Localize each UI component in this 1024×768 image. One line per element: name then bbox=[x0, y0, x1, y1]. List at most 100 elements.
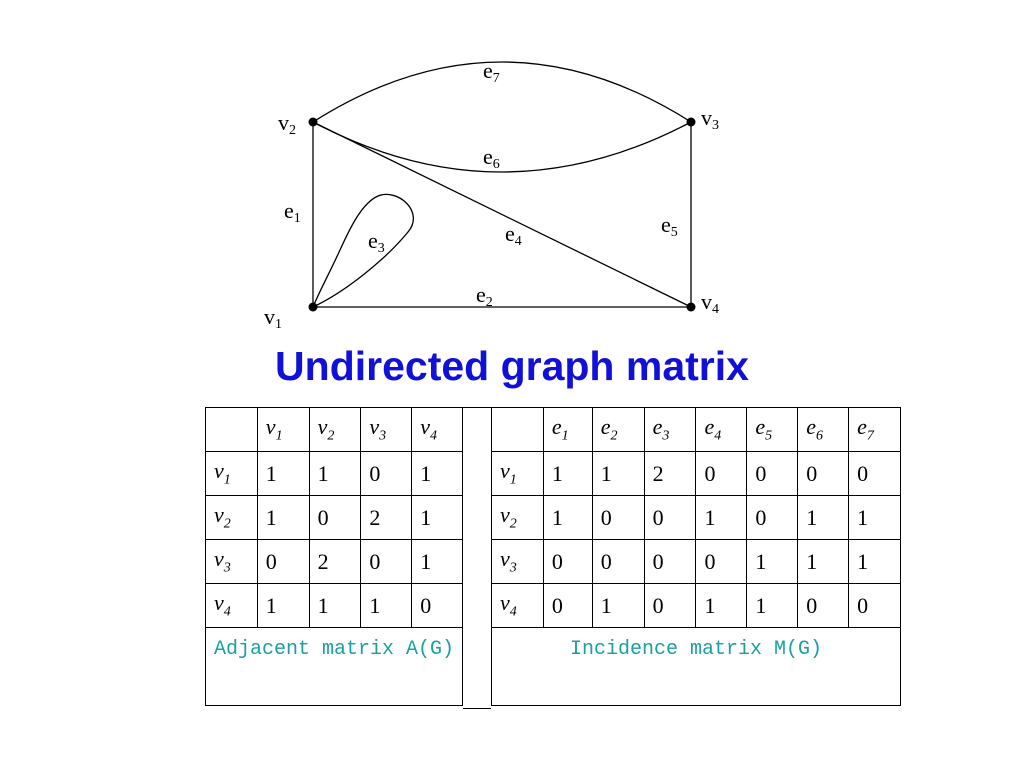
cell: 0 bbox=[695, 451, 748, 496]
edge-label-e1: e1 bbox=[284, 198, 301, 226]
graph-diagram bbox=[308, 61, 696, 312]
col-header: e1 bbox=[542, 407, 593, 452]
vertex-label-v3: v3 bbox=[701, 105, 719, 133]
row-header: v1 bbox=[491, 451, 544, 496]
col-header: e6 bbox=[797, 407, 850, 452]
cell: 0 bbox=[591, 539, 645, 584]
cell: 0 bbox=[411, 583, 463, 628]
cell: 0 bbox=[797, 583, 850, 628]
incidence-header-row: e1 e2 e3 e4 e5 e6 e7 bbox=[491, 407, 901, 452]
corner-cell bbox=[491, 407, 544, 452]
cell: 0 bbox=[848, 451, 901, 496]
cell: 0 bbox=[695, 539, 748, 584]
row-header: v4 bbox=[205, 583, 258, 628]
edge-e7 bbox=[312, 61, 692, 123]
col-header: e4 bbox=[695, 407, 748, 452]
col-header: e7 bbox=[848, 407, 901, 452]
edge-label-e7: e7 bbox=[483, 58, 500, 86]
incidence-caption: Incidence matrix M(G) bbox=[491, 627, 901, 706]
cell: 1 bbox=[591, 451, 645, 496]
col-header: v4 bbox=[411, 407, 463, 452]
cell: 1 bbox=[848, 539, 901, 584]
edge-e6 bbox=[312, 121, 692, 173]
adjacency-header-row: v1 v2 v3 v4 bbox=[205, 407, 463, 452]
cell: 1 bbox=[542, 451, 593, 496]
cell: 1 bbox=[308, 583, 362, 628]
edge-label-e2: e2 bbox=[476, 282, 493, 310]
adjacency-caption: Adjacent matrix A(G) bbox=[205, 627, 463, 706]
vertex-v4 bbox=[686, 302, 696, 312]
vertex-v1 bbox=[308, 302, 318, 312]
row-header: v2 bbox=[205, 495, 258, 540]
cell: 0 bbox=[643, 583, 697, 628]
table-row: v1 1 1 0 1 bbox=[205, 451, 463, 496]
edge-label-e6: e6 bbox=[483, 144, 500, 172]
col-header: e3 bbox=[643, 407, 697, 452]
cell: 2 bbox=[643, 451, 697, 496]
vertex-v2 bbox=[308, 117, 318, 127]
cell: 0 bbox=[746, 451, 799, 496]
table-row: v4 0 1 0 1 1 0 0 bbox=[491, 583, 901, 628]
cell: 1 bbox=[411, 539, 463, 584]
row-header: v3 bbox=[491, 539, 544, 584]
cell: 1 bbox=[848, 495, 901, 540]
cell: 1 bbox=[308, 451, 362, 496]
row-header: v3 bbox=[205, 539, 258, 584]
table-gap bbox=[463, 407, 491, 709]
caption-row: Adjacent matrix A(G) bbox=[205, 627, 463, 706]
adjacency-matrix-table: v1 v2 v3 v4 v1 1 1 0 1 v2 1 0 2 1 v3 0 2… bbox=[205, 407, 463, 706]
cell: 1 bbox=[797, 495, 850, 540]
vertex-v3 bbox=[686, 117, 696, 127]
vertex-label-v1: v1 bbox=[264, 304, 282, 332]
table-row: v3 0 0 0 0 1 1 1 bbox=[491, 539, 901, 584]
vertex-label-v2: v2 bbox=[278, 110, 296, 138]
cell: 0 bbox=[542, 583, 593, 628]
edge-e4 bbox=[312, 121, 692, 308]
col-header: v3 bbox=[360, 407, 413, 452]
vertex-label-v4: v4 bbox=[701, 289, 719, 317]
cell: 0 bbox=[360, 539, 413, 584]
table-row: v2 1 0 0 1 0 1 1 bbox=[491, 495, 901, 540]
cell: 1 bbox=[746, 583, 799, 628]
cell: 1 bbox=[797, 539, 850, 584]
page-title: Undirected graph matrix bbox=[275, 343, 749, 389]
cell: 1 bbox=[746, 539, 799, 584]
edge-label-e5: e5 bbox=[661, 212, 678, 240]
cell: 1 bbox=[542, 495, 593, 540]
cell: 2 bbox=[308, 539, 362, 584]
edge-label-e4: e4 bbox=[505, 221, 522, 249]
cell: 0 bbox=[591, 495, 645, 540]
row-header: v1 bbox=[205, 451, 258, 496]
table-row: v2 1 0 2 1 bbox=[205, 495, 463, 540]
cell: 0 bbox=[643, 495, 697, 540]
row-header: v4 bbox=[491, 583, 544, 628]
cell: 0 bbox=[797, 451, 850, 496]
table-row: v3 0 2 0 1 bbox=[205, 539, 463, 584]
cell: 0 bbox=[308, 495, 362, 540]
cell: 0 bbox=[542, 539, 593, 584]
row-header: v2 bbox=[491, 495, 544, 540]
col-header: v1 bbox=[256, 407, 310, 452]
cell: 0 bbox=[746, 495, 799, 540]
incidence-matrix-table: e1 e2 e3 e4 e5 e6 e7 v1 1 1 2 0 0 0 0 v2… bbox=[491, 407, 901, 706]
edge-e3-loop bbox=[311, 193, 414, 309]
edge-label-e3: e3 bbox=[368, 228, 385, 256]
cell: 1 bbox=[695, 495, 748, 540]
cell: 1 bbox=[411, 451, 463, 496]
cell: 1 bbox=[695, 583, 748, 628]
table-row: v1 1 1 2 0 0 0 0 bbox=[491, 451, 901, 496]
cell: 0 bbox=[848, 583, 901, 628]
col-header: v2 bbox=[308, 407, 362, 452]
caption-row: Incidence matrix M(G) bbox=[491, 627, 901, 706]
cell: 1 bbox=[256, 583, 310, 628]
cell: 0 bbox=[360, 451, 413, 496]
table-row: v4 1 1 1 0 bbox=[205, 583, 463, 628]
cell: 1 bbox=[256, 451, 310, 496]
col-header: e2 bbox=[591, 407, 645, 452]
cell: 1 bbox=[411, 495, 463, 540]
cell: 2 bbox=[360, 495, 413, 540]
cell: 0 bbox=[643, 539, 697, 584]
cell: 1 bbox=[256, 495, 310, 540]
corner-cell bbox=[205, 407, 258, 452]
cell: 1 bbox=[360, 583, 413, 628]
